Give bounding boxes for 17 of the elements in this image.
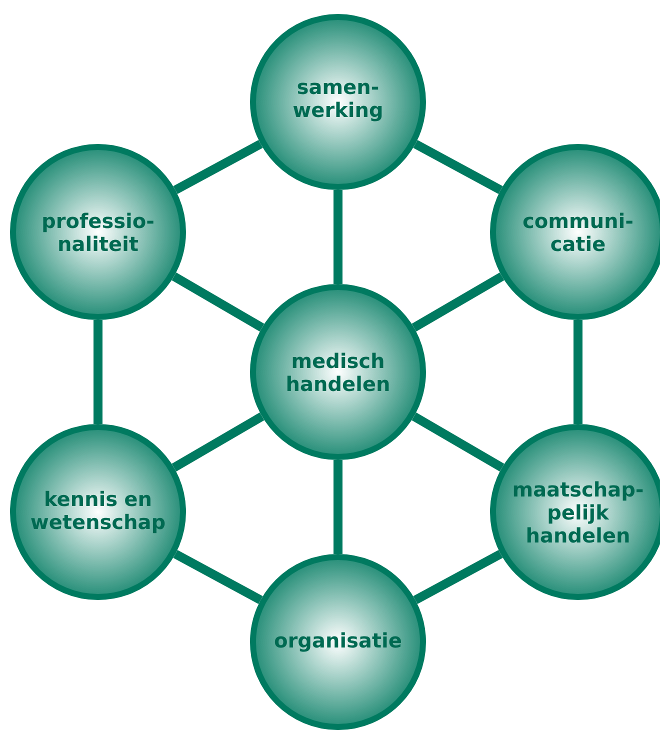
connector-line (574, 320, 582, 424)
connector-line (413, 550, 503, 604)
connector-line (94, 320, 102, 424)
circle-node: samen- werking (250, 14, 426, 190)
connector-line (173, 550, 263, 604)
circle-node: professio- naliteit (10, 144, 186, 320)
connector-line (334, 460, 342, 554)
connector-line (412, 412, 504, 472)
connector-line (413, 140, 503, 194)
connector-line (334, 190, 342, 284)
connector-line (412, 272, 504, 332)
connector-line (172, 272, 264, 332)
circle-node: kennis en wetenschap (10, 424, 186, 600)
connector-line (173, 140, 263, 194)
circle-node: organisatie (250, 554, 426, 730)
circle-node: medisch handelen (250, 284, 426, 460)
connector-line (172, 412, 264, 472)
